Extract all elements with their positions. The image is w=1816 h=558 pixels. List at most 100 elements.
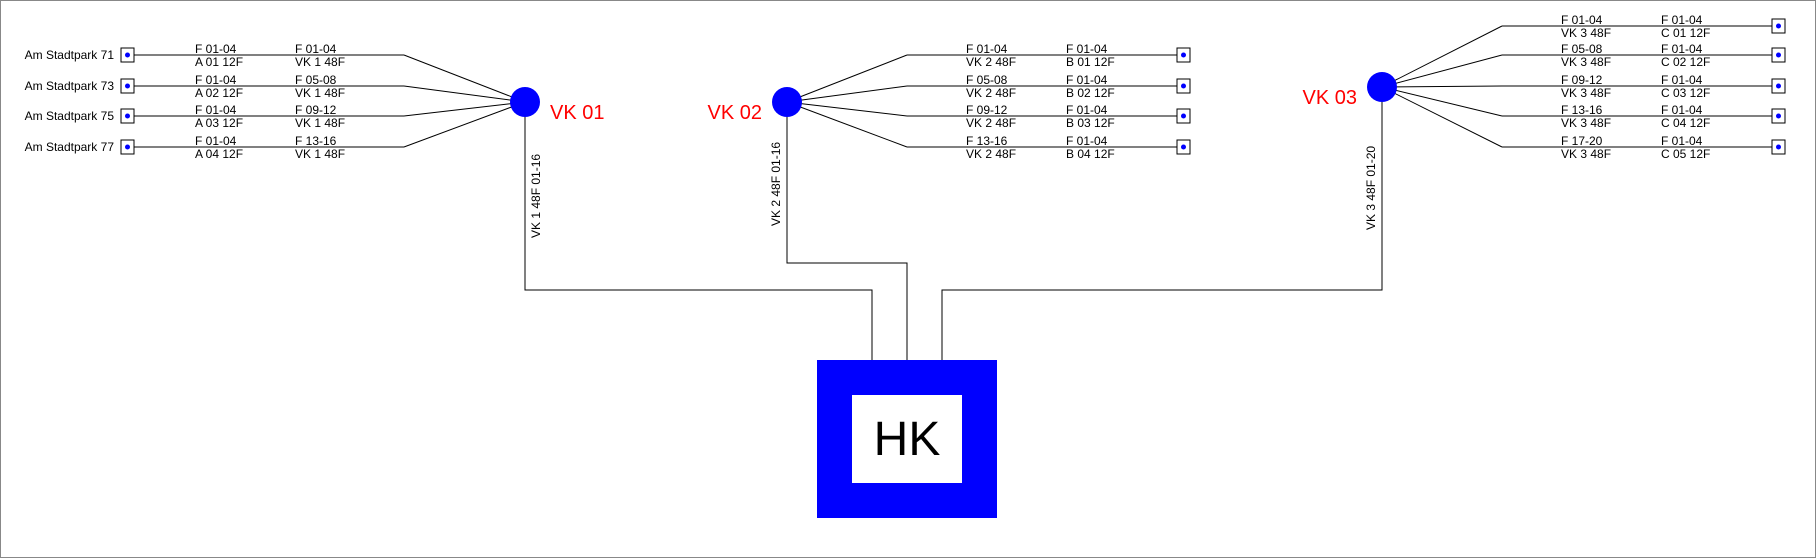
branch-fan-line [403,54,526,103]
endpoint-dot [1181,52,1186,58]
address-label: Am Stadtpark 71 [25,48,115,62]
cable-label: VK 3 48F [1561,147,1611,161]
cable-label: VK 1 48F [295,55,345,69]
vk03-group: F 01-04 VK 3 48F F 01-04 C 01 12F F 05-0… [1303,13,1786,230]
fiber-label: F 13-16 [966,134,1008,148]
address-label: Am Stadtpark 77 [25,140,115,154]
distribution-node [772,87,802,117]
vk02-group: F 01-04 VK 2 48F F 01-04 B 01 12F F 05-0… [708,42,1191,226]
trunk-line-vk02 [786,102,908,360]
cable-label: VK 1 48F [295,86,345,100]
trunk-label: VK 2 48F 01-16 [769,142,783,226]
cable-label: VK 2 48F [966,116,1016,130]
fiber-label: F 01-04 [1661,13,1703,27]
fiber-label: F 01-04 [1661,103,1703,117]
fiber-label: F 01-04 [1066,103,1108,117]
endpoint-dot [1181,113,1186,119]
cable-label: B 04 12F [1066,147,1115,161]
branch-fan-line [403,85,526,103]
fiber-label: F 01-04 [1561,13,1603,27]
cable-label: A 04 12F [195,147,243,161]
branch-fan-line [786,101,908,117]
branch-fan-line [786,85,908,103]
branch-fan-line [1381,25,1503,88]
trunk-line-vk03 [941,87,1383,360]
cable-label: B 03 12F [1066,116,1115,130]
trunk-line-vk01 [524,102,873,360]
cable-label: C 05 12F [1661,147,1710,161]
branch-fan-line [403,101,526,148]
fiber-label: F 13-16 [1561,103,1603,117]
fiber-label: F 17-20 [1561,134,1603,148]
branch-fan-line [1381,86,1503,148]
endpoint-dot [1181,83,1186,89]
endpoint-dot [125,52,130,58]
fiber-label: F 01-04 [1661,134,1703,148]
endpoint-dot [1776,83,1781,89]
cable-label: VK 3 48F [1561,26,1611,40]
cable-label: VK 1 48F [295,116,345,130]
cable-label: A 02 12F [195,86,243,100]
endpoint-dot [1776,144,1781,150]
fiber-label: F 05-08 [295,73,337,87]
vk-label: VK 03 [1303,87,1357,109]
cable-label: VK 2 48F [966,55,1016,69]
cable-label: C 01 12F [1661,26,1710,40]
cable-label: C 04 12F [1661,116,1710,130]
fiber-label: F 09-12 [1561,73,1603,87]
cable-label: VK 3 48F [1561,55,1611,69]
fiber-label: F 01-04 [1066,42,1108,56]
cable-label: A 01 12F [195,55,243,69]
fiber-label: F 01-04 [1661,73,1703,87]
fiber-label: F 01-04 [195,103,237,117]
fiber-label: F 09-12 [966,103,1008,117]
endpoint-dot [1776,23,1781,29]
address-label: Am Stadtpark 75 [25,109,115,123]
fiber-label: F 05-08 [1561,42,1603,56]
vk-label: VK 02 [708,102,762,124]
cable-label: VK 2 48F [966,86,1016,100]
fiber-label: F 01-04 [1066,134,1108,148]
distribution-node [510,87,540,117]
endpoint-dot [125,144,130,150]
branch-fan-line [1381,85,1503,88]
cable-label: C 03 12F [1661,86,1710,100]
fiber-label: F 01-04 [966,42,1008,56]
cable-label: VK 3 48F [1561,86,1611,100]
cable-label: VK 1 48F [295,147,345,161]
fiber-label: F 01-04 [295,42,337,56]
cable-label: VK 3 48F [1561,116,1611,130]
hk-inner [852,395,962,483]
cable-label: B 01 12F [1066,55,1115,69]
trunk-label: VK 3 48F 01-20 [1364,146,1378,230]
vk01-group: Am Stadtpark 71 Am Stadtpark 73 Am Stadt… [25,42,605,238]
fiber-label: F 09-12 [295,103,337,117]
fiber-label: F 01-04 [195,42,237,56]
cable-label: A 03 12F [195,116,243,130]
distribution-node [1367,72,1397,102]
vk-label: VK 01 [550,102,604,124]
fiber-label: F 13-16 [295,134,337,148]
fiber-label: F 01-04 [195,73,237,87]
cable-label: C 02 12F [1661,55,1710,69]
hk-label: HK [874,413,941,466]
endpoint-dot [1776,113,1781,119]
endpoint-dot [1776,52,1781,58]
cable-label: VK 2 48F [966,147,1016,161]
branch-fan-line [786,101,908,148]
address-label: Am Stadtpark 73 [25,79,115,93]
trunk-label: VK 1 48F 01-16 [529,154,543,238]
branch-fan-line [1381,54,1503,88]
endpoint-dot [125,83,130,89]
fiber-label: F 05-08 [966,73,1008,87]
fiber-label: F 01-04 [1661,42,1703,56]
fiber-label: F 01-04 [195,134,237,148]
branch-fan-line [403,101,526,117]
endpoint-dot [1181,144,1186,150]
endpoint-dot [125,113,130,119]
cable-label: B 02 12F [1066,86,1115,100]
branch-fan-line [1381,86,1503,117]
branch-fan-line [786,54,908,103]
